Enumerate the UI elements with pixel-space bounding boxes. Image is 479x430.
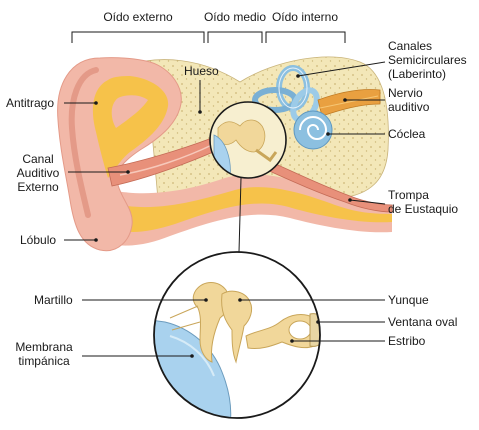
magnify-connector bbox=[238, 177, 242, 253]
eustachian-tube bbox=[257, 157, 393, 213]
middle-ear-inset-circle bbox=[209, 101, 287, 179]
malleus bbox=[192, 282, 230, 363]
magnified-circle bbox=[153, 251, 321, 419]
label-nervio-2: auditivo bbox=[388, 100, 430, 114]
label-yunque: Yunque bbox=[388, 293, 429, 307]
ear-cross-section bbox=[57, 56, 393, 252]
label-lobulo: Lóbulo bbox=[20, 233, 56, 247]
label-membrana-2: timpánica bbox=[18, 354, 70, 368]
label-canal-2: Auditivo bbox=[17, 166, 60, 180]
label-hueso: Hueso bbox=[184, 64, 219, 78]
ossicles-magnified bbox=[153, 251, 321, 419]
middle-ear-inset-content bbox=[210, 102, 286, 178]
label-canal-1: Canal bbox=[22, 152, 53, 166]
label-nervio-1: Nervio bbox=[388, 86, 423, 100]
leader-lines bbox=[64, 61, 386, 358]
labels: Hueso Antitrago Canal Auditivo Externo L… bbox=[6, 39, 467, 368]
label-trompa-2: de Eustaquio bbox=[388, 202, 458, 216]
inner-ear-bracket bbox=[265, 31, 346, 43]
cochlea bbox=[293, 110, 333, 150]
middle-ear-heading: Oído medio bbox=[204, 10, 266, 24]
label-trompa-1: Trompa bbox=[388, 188, 429, 202]
label-coclea: Cóclea bbox=[388, 127, 426, 141]
outer-ear-bracket bbox=[71, 31, 205, 43]
nerve-fibres bbox=[319, 95, 379, 109]
outer-ear-heading: Oído externo bbox=[103, 10, 173, 24]
pinna-cartilage bbox=[92, 76, 169, 178]
inner-ear-heading: Oído interno bbox=[272, 10, 338, 24]
cartilage-lower bbox=[120, 187, 392, 232]
label-canales-3: (Laberinto) bbox=[388, 67, 446, 81]
label-canales-1: Canales bbox=[388, 39, 432, 53]
middle-ear-bracket bbox=[207, 31, 263, 43]
concha bbox=[111, 95, 148, 128]
section-brackets: Oído externo Oído medio Oído interno bbox=[71, 10, 346, 43]
label-estribo: Estribo bbox=[388, 334, 426, 348]
label-canales-2: Semicirculares bbox=[388, 53, 467, 67]
label-antitrago: Antitrago bbox=[6, 96, 54, 110]
label-canal-3: Externo bbox=[17, 180, 59, 194]
label-martillo: Martillo bbox=[34, 293, 73, 307]
auditory-nerve bbox=[317, 89, 381, 117]
label-ventana-oval: Ventana oval bbox=[388, 315, 457, 329]
helix-fold bbox=[68, 67, 99, 218]
label-membrana-1: Membrana bbox=[15, 340, 73, 354]
